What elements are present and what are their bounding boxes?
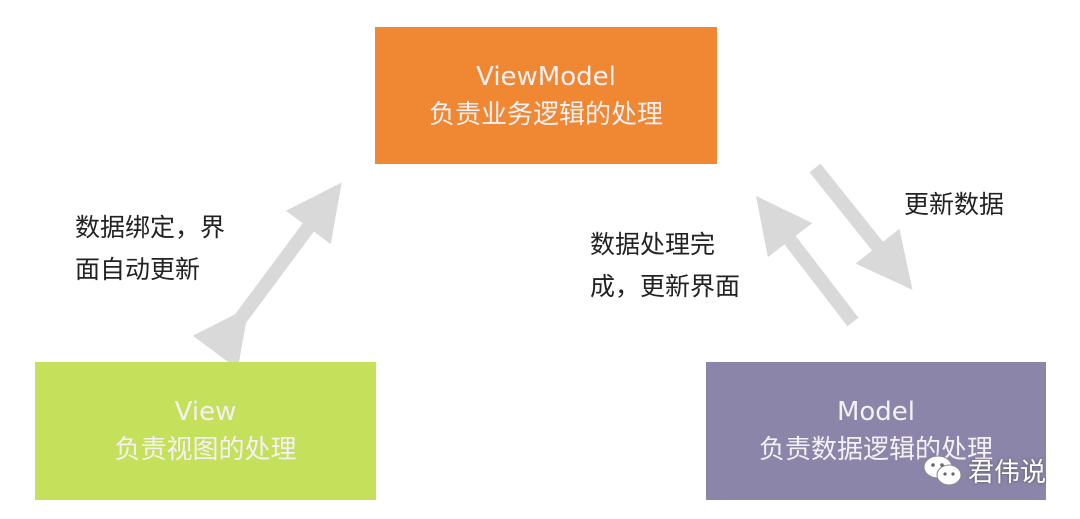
label-line: 面自动更新: [75, 255, 201, 284]
double-arrow-view-viewmodel: [192, 182, 342, 370]
model-title: Model: [836, 397, 916, 427]
viewmodel-box: ViewModel 负责业务逻辑的处理: [375, 27, 717, 164]
viewmodel-desc: 负责业务逻辑的处理: [428, 99, 663, 130]
view-viewmodel-label: 数据绑定，界 面自动更新: [75, 207, 225, 291]
model-viewmodel-label: 数据处理完 成，更新界面: [590, 224, 740, 308]
update-data-label: 更新数据: [904, 190, 1005, 219]
watermark-text: 君伟说: [968, 458, 1047, 488]
view-desc: 负责视图的处理: [114, 435, 297, 465]
model-desc: 负责数据逻辑的处理: [758, 435, 993, 465]
label-line: 成，更新界面: [590, 272, 741, 301]
arrow-model-to-viewmodel: [755, 195, 859, 327]
view-box: View 负责视图的处理: [35, 362, 376, 500]
viewmodel-title: ViewModel: [476, 61, 616, 92]
wechat-icon: [923, 455, 962, 485]
watermark: 君伟说: [922, 452, 1046, 489]
label-line: 数据处理完: [590, 230, 716, 259]
model-box: Model 负责数据逻辑的处理: [706, 362, 1046, 500]
label-line: 数据绑定，界: [75, 213, 226, 242]
arrow-viewmodel-to-model: [809, 163, 913, 290]
view-title: View: [174, 397, 237, 427]
